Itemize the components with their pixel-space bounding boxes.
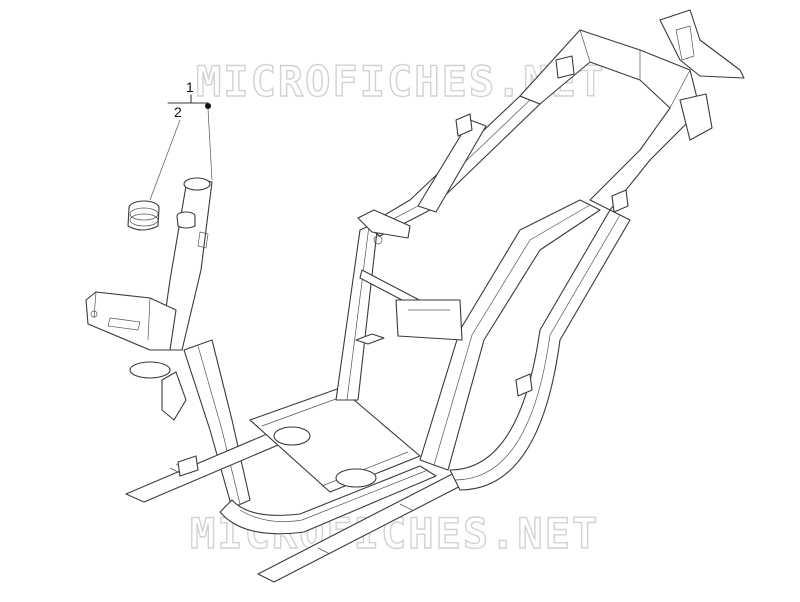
callout-group: 1 2 [149, 79, 213, 201]
callout-label-1: 1 [186, 79, 194, 95]
callout-1-dot [205, 103, 211, 109]
callout-label-2: 2 [174, 104, 182, 120]
bushing-part [127, 200, 160, 231]
frame-drawing [85, 9, 745, 583]
leader-line-1 [207, 108, 213, 181]
leader-line-2 [149, 119, 181, 201]
